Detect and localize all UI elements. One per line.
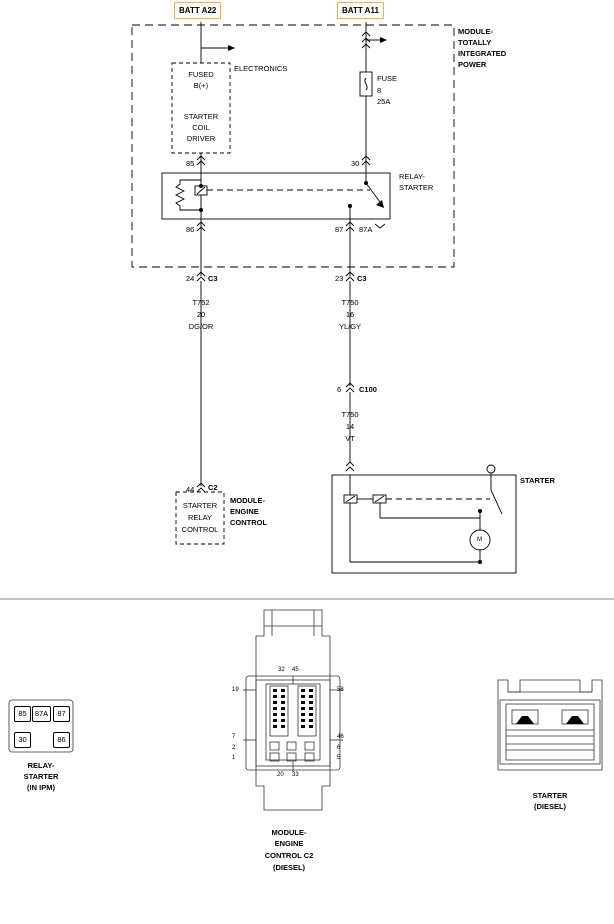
relay-view-pin-87a: 87A: [32, 706, 51, 722]
ecm-pin-32: 32: [278, 667, 285, 673]
ecm-dashed-box: [175, 491, 225, 545]
starter-view-label-line2: (DIESEL): [533, 802, 567, 811]
ecm-pin-1: 1: [232, 755, 236, 761]
starter-coil-driver-line3: DRIVER: [186, 134, 216, 143]
ecm-connector-view: [243, 609, 343, 811]
wire-t750a-gauge: 16: [345, 310, 355, 319]
c100-pin: 6: [337, 385, 342, 394]
c2-pin: 44: [186, 485, 195, 494]
ecm-label-line3: CONTROL C2: [264, 851, 314, 860]
relay-view-label-line1: RELAY-: [27, 761, 55, 770]
wire-t750b-id: T750: [341, 410, 359, 419]
batt-a11-label: BATT A11: [337, 2, 384, 19]
relay-socket-view: [8, 699, 74, 753]
module-ecm-line1: MODULE-: [230, 496, 265, 505]
relay-starter-line2: STARTER: [399, 183, 434, 192]
ecm-label-line2: ENGINE: [274, 839, 304, 848]
pin-30-label: 30: [351, 159, 360, 168]
relay-view-label-line2: STARTER: [23, 772, 59, 781]
module-tipm-line3: INTEGRATED: [458, 49, 507, 58]
wire-t750b-gauge: 14: [345, 422, 355, 431]
starter-relay-control-line1: STARTER: [182, 501, 218, 510]
module-tipm-boundary: [131, 24, 455, 268]
motor-label: M: [477, 537, 482, 543]
relay-view-label-line3: (IN IPM): [27, 783, 55, 792]
starter-box: [331, 474, 517, 574]
starter-coil-driver-line2: COIL: [192, 123, 210, 132]
fuse-number: 8: [377, 86, 382, 95]
pin-87-label: 87: [335, 225, 344, 234]
ecm-label-line1: MODULE-: [271, 828, 307, 837]
wire-t752-gauge: 20: [196, 310, 206, 319]
c3-right-pin: 23: [335, 274, 344, 283]
module-tipm-line2: TOTALLY: [458, 38, 492, 47]
wire-t752-color: DG/OR: [188, 322, 214, 331]
relay-view-pin-30: 30: [14, 732, 31, 748]
relay-view-pin-87: 87: [53, 706, 70, 722]
module-tipm-line4: POWER: [458, 60, 487, 69]
c3-left-pin: 24: [186, 274, 195, 283]
ecm-pin-19: 19: [232, 687, 239, 693]
fuse-rating: 25A: [377, 97, 391, 106]
electronics-label: ELECTRONICS: [234, 64, 288, 73]
ecm-pin-20: 20: [277, 772, 284, 778]
relay-starter-box: [161, 172, 391, 220]
ecm-pin-58: 58: [337, 687, 344, 693]
ecm-pin-2: 2: [232, 745, 236, 751]
relay-view-pin-86: 86: [53, 732, 70, 748]
pin-85-label: 85: [186, 159, 195, 168]
module-ecm-line2: ENGINE: [230, 507, 259, 516]
starter-connector-view: [497, 679, 603, 771]
pin-87a-label: 87A: [359, 225, 373, 234]
module-ecm-line3: CONTROL: [230, 518, 268, 527]
wire-t750b-color: VT: [345, 434, 355, 443]
pin-86-label: 86: [186, 225, 195, 234]
starter-relay-control-line2: RELAY: [187, 513, 213, 522]
ecm-label-line4: (DIESEL): [272, 863, 306, 872]
fused-label: FUSED: [188, 70, 214, 79]
b-plus-label: B(+): [193, 81, 209, 90]
starter-coil-driver-line1: STARTER: [183, 112, 219, 121]
wire-t750a-color: YL/GY: [338, 322, 362, 331]
starter-label: STARTER: [520, 476, 555, 485]
starter-view-label-line1: STARTER: [532, 791, 568, 800]
ecm-pin-45: 45: [292, 667, 299, 673]
c3-right-conn: C3: [357, 274, 367, 283]
wire-t752-id: T752: [192, 298, 210, 307]
batt-a22-label: BATT A22: [174, 2, 222, 19]
c100-conn: C100: [359, 385, 377, 394]
ecm-pin-46: 46: [337, 734, 344, 740]
ecm-pin-cells: [273, 689, 313, 728]
ecm-pin-5: 5: [337, 755, 341, 761]
c2-conn: C2: [208, 483, 218, 492]
relay-starter-line1: RELAY-: [399, 172, 425, 181]
relay-view-pin-85: 85: [14, 706, 31, 722]
c3-left-conn: C3: [208, 274, 218, 283]
ecm-pin-6: 6: [337, 745, 341, 751]
wire-t750a-id: T750: [341, 298, 359, 307]
fuse-label: FUSE: [377, 74, 398, 83]
starter-relay-control-line3: CONTROL: [181, 525, 219, 534]
ecm-pin-7: 7: [232, 734, 236, 740]
module-tipm-line1: MODULE-: [458, 27, 493, 36]
ecm-pin-33: 33: [292, 772, 299, 778]
